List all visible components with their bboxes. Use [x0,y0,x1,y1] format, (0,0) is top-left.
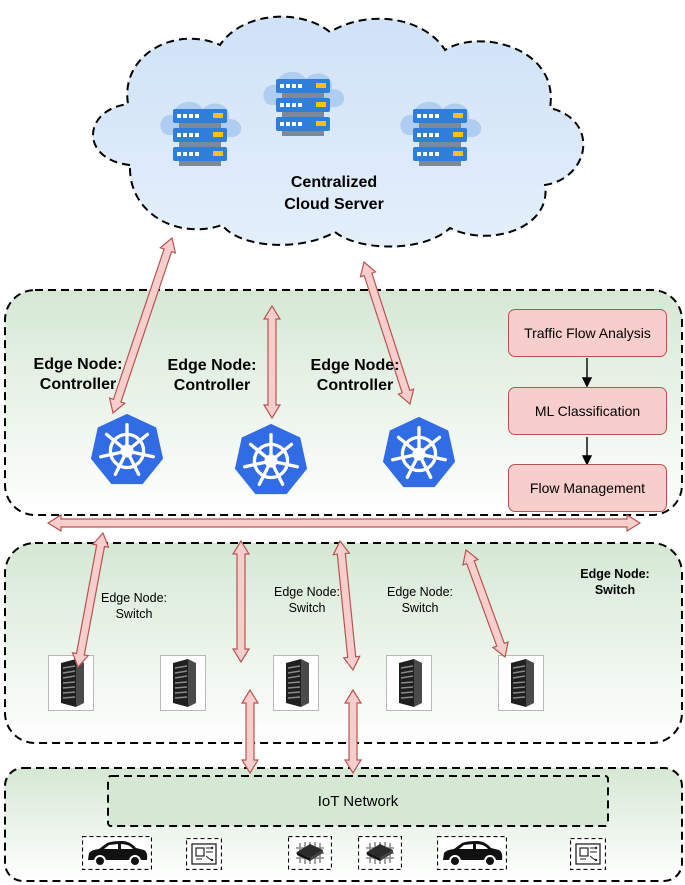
switch-rack-icon [498,655,544,711]
switch-rack-icon [386,655,432,711]
bidirectional-arrow [71,531,110,669]
bidirectional-arrow [262,304,282,420]
ml-classification-box: ML Classification [508,387,667,435]
controller-label: Edge Node: Controller [33,356,123,393]
bidirectional-arrow [462,548,509,659]
bidirectional-arrow [231,539,251,664]
bidirectional-arrow [108,236,177,415]
cloud-shape [92,15,585,248]
microchip-icon [288,836,332,870]
traffic-flow-analysis-box: Traffic Flow Analysis [508,309,667,357]
switch-label: Edge Node: Switch [100,591,168,621]
microchip-icon [358,836,402,870]
connection-arrows [46,236,642,775]
bidirectional-arrow [359,260,415,406]
switch-rack-icon [48,655,94,711]
bidirectional-arrow [332,539,361,672]
circuit-board-icon [570,838,606,870]
bidirectional-arrow [240,688,260,775]
circuit-board-icon [186,838,222,870]
bidirectional-arrow [343,688,363,775]
flow-management-box: Flow Management [508,464,667,512]
iot-network-box [107,775,609,827]
cloud-label: Centralized Cloud Server [284,174,384,213]
switch-label: Edge Node: Switch [386,585,454,615]
controller-label: Edge Node: Controller [310,357,400,394]
switch-label: Edge Node: Switch [273,585,341,615]
switch-layer-title: Edge Node: Switch [580,567,650,597]
switch-rack-icon [160,655,206,711]
iot-network-label: IoT Network [317,793,399,810]
car-icon [437,836,507,870]
bidirectional-arrow [46,513,642,533]
car-icon [82,836,152,870]
pipeline-connectors [581,358,593,466]
switch-rack-icon [273,655,319,711]
controller-label: Edge Node: Controller [167,357,257,394]
